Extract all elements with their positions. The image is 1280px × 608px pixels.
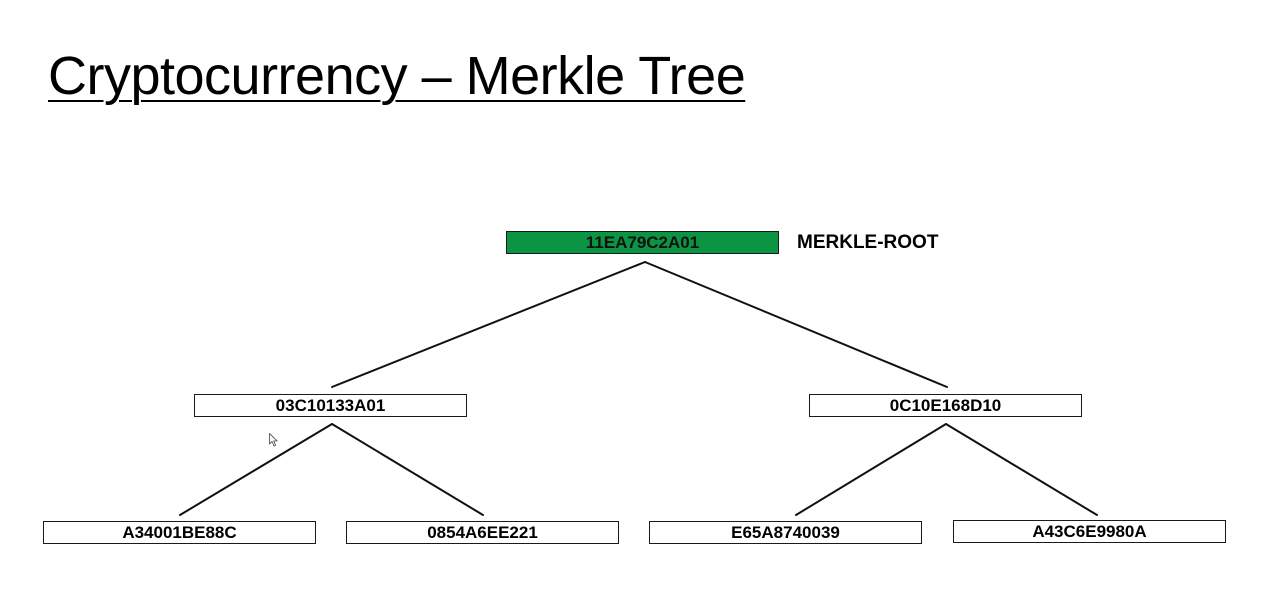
- leaf-node-2: 0854A6EE221: [346, 521, 619, 544]
- edge-root-to-right: [644, 261, 948, 388]
- leaf-node-3: E65A8740039: [649, 521, 922, 544]
- right-branch-node: 0C10E168D10: [809, 394, 1082, 417]
- edge-root-to-left: [331, 261, 646, 388]
- edge-left-to-leaf2: [331, 423, 484, 516]
- leaf-node-1: A34001BE88C: [43, 521, 316, 544]
- left-branch-node: 03C10133A01: [194, 394, 467, 417]
- edge-right-to-leaf3: [795, 423, 947, 516]
- edge-right-to-leaf4: [945, 423, 1098, 516]
- slide-title: Cryptocurrency – Merkle Tree: [48, 46, 746, 106]
- leaf-node-4: A43C6E9980A: [953, 520, 1226, 543]
- merkle-root-label: MERKLE-ROOT: [797, 232, 939, 253]
- edge-left-to-leaf1: [179, 423, 333, 516]
- merkle-root-node: 11EA79C2A01: [506, 231, 779, 254]
- mouse-pointer-icon: [269, 433, 278, 447]
